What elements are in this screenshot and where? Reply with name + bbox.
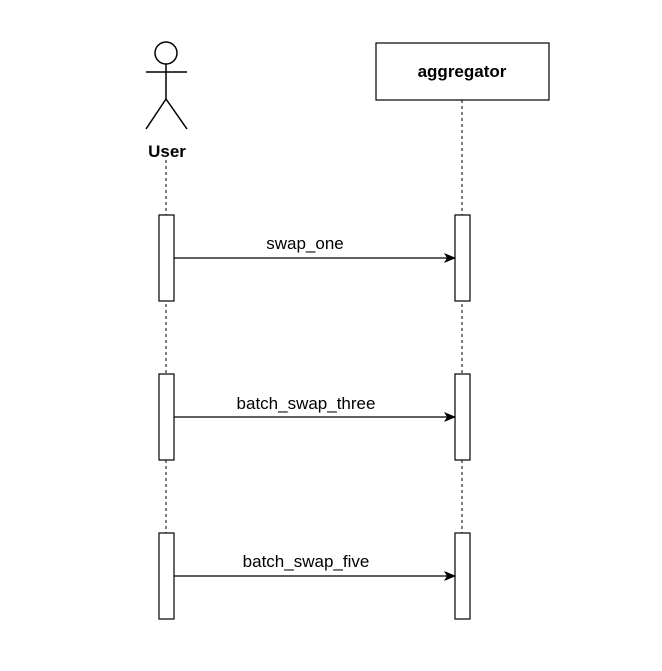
user-activation-bar: [158, 214, 175, 302]
aggregator-activation-bar: [454, 532, 471, 620]
message-label: batch_swap_three: [237, 394, 376, 413]
aggregator-activation-bar: [454, 373, 471, 461]
message-label: batch_swap_five: [243, 552, 370, 571]
user-actor-label: User: [148, 142, 186, 161]
user-activation-bar: [158, 373, 175, 461]
message-label: swap_one: [266, 234, 344, 253]
aggregator-activation-bar: [454, 214, 471, 302]
user-activation-bar: [158, 532, 175, 620]
user-actor-icon: [145, 41, 188, 130]
aggregator-participant-box: [375, 42, 550, 101]
aggregator-participant-label: aggregator: [418, 62, 507, 81]
